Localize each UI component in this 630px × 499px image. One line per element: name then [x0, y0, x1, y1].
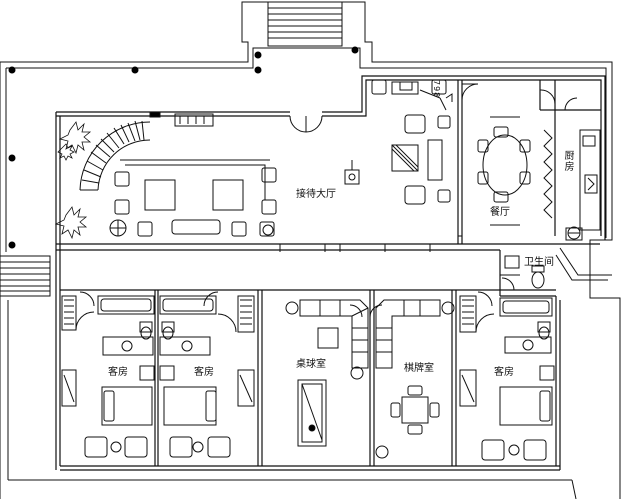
room-label-guest-room-left-2: 客房 — [194, 367, 214, 378]
upper-chairs — [372, 80, 452, 110]
dining-doors — [462, 84, 577, 110]
potted-plants — [56, 122, 90, 238]
reception-furniture — [345, 115, 450, 204]
entrance-steps-top — [268, 2, 342, 46]
folding-partition — [544, 130, 552, 218]
corridor-doors — [280, 236, 462, 252]
bathroom-fixtures — [500, 256, 544, 290]
room-label-bathroom: 卫生间 — [524, 257, 554, 268]
dimension-label: 798 — [432, 80, 441, 99]
room-label-reception-hall: 接待大厅 — [296, 189, 336, 200]
room-label-billiards-room: 桌球室 — [296, 359, 326, 370]
room-label-dining-room: 餐厅 — [490, 207, 510, 218]
columns — [8, 46, 359, 249]
spiral-staircase — [80, 121, 150, 190]
top-window — [150, 112, 213, 126]
right-ramp — [556, 248, 612, 280]
room-label-guest-room-left-1: 客房 — [108, 367, 128, 378]
building-walls — [56, 76, 605, 470]
kitchen-counters — [566, 130, 600, 240]
room-label-guest-room-right: 客房 — [494, 367, 514, 378]
dining-table-set — [478, 117, 530, 225]
guest-room-right — [460, 296, 554, 460]
billiards-room-furniture — [286, 300, 368, 446]
chess-room-furniture — [370, 300, 454, 458]
guest-room-left-1 — [62, 296, 154, 457]
side-steps-left — [0, 256, 50, 296]
lounge-seating — [110, 160, 276, 236]
room-label-chess-room: 棋牌室 — [404, 363, 434, 374]
guest-room-left-2 — [160, 296, 254, 457]
room-door-arcs — [80, 292, 492, 306]
room-label-kitchen: 厨房 — [562, 150, 573, 172]
main-entrance-door — [290, 116, 322, 132]
